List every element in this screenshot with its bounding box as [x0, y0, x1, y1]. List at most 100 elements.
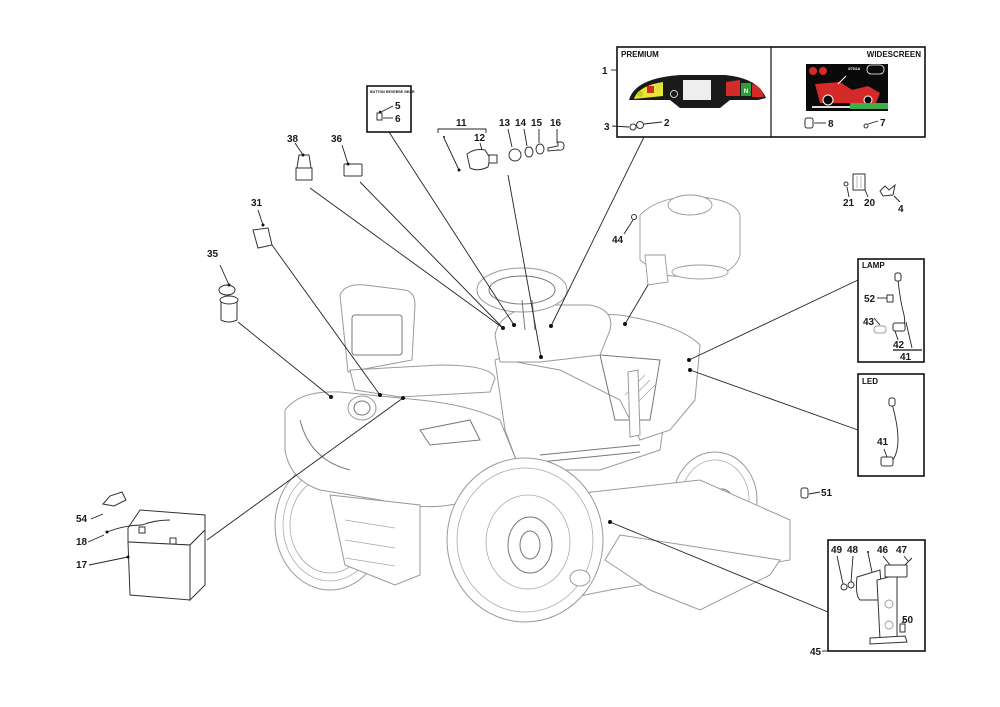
status-bar — [850, 103, 888, 109]
part-35-socket[interactable] — [220, 299, 238, 323]
label-15: 15 — [531, 118, 543, 129]
part-35-cap — [218, 284, 236, 296]
label-16: 16 — [550, 118, 562, 129]
fuel-cap — [347, 395, 377, 421]
label-20: 20 — [864, 198, 876, 209]
part-51-group[interactable]: 51 — [800, 487, 833, 499]
reverse-indicator — [726, 80, 740, 96]
part-2-washer[interactable] — [636, 121, 644, 129]
part-50-screw[interactable] — [899, 623, 906, 633]
label-12: 12 — [474, 133, 486, 144]
tractor-illustration — [274, 267, 791, 623]
widescreen-display[interactable]: STIGA — [806, 64, 888, 111]
brand-logo: STIGA — [848, 66, 860, 71]
label-31: 31 — [251, 198, 263, 209]
label-41-lamp: 41 — [900, 352, 912, 363]
part-44-group[interactable]: 44 — [612, 214, 637, 247]
discharge-chute — [604, 534, 781, 611]
label-21: 21 — [843, 198, 855, 209]
switch-38[interactable]: 38 — [287, 134, 313, 181]
socket-35[interactable]: 35 — [207, 249, 239, 323]
label-1: 1 — [602, 66, 608, 77]
part-20-bracket[interactable] — [852, 173, 866, 191]
part-51-clip[interactable] — [800, 487, 809, 499]
warning-lamp-icon — [637, 91, 643, 97]
part-38-knob[interactable] — [296, 154, 312, 169]
label-35: 35 — [207, 249, 219, 260]
part-38-body — [295, 167, 313, 181]
label-14: 14 — [515, 118, 527, 129]
steering-wheel — [476, 267, 568, 331]
label-6: 6 — [395, 114, 401, 125]
fuel-icon — [819, 67, 827, 75]
switch-31[interactable]: 31 — [251, 198, 273, 249]
part-12-ignition-switch[interactable] — [466, 149, 491, 171]
label-49: 49 — [831, 545, 843, 556]
part-13-bezel[interactable] — [508, 148, 522, 162]
label-4: 4 — [898, 204, 904, 215]
label-36: 36 — [331, 134, 343, 145]
part-14-ring[interactable] — [524, 146, 534, 158]
part-46-microswitch[interactable] — [884, 564, 908, 578]
part-3-nut[interactable] — [629, 123, 637, 131]
label-48: 48 — [847, 545, 859, 556]
button-reverse-gear-title: BUTTON REVERSE GEAR — [370, 90, 415, 94]
widescreen-title: WIDESCREEN — [867, 50, 921, 59]
neutral-indicator — [741, 83, 751, 96]
part-42-lamp-holder[interactable] — [892, 322, 906, 332]
label-45: 45 — [810, 647, 822, 658]
part-7-screw[interactable] — [863, 123, 869, 129]
part-21-screw[interactable] — [843, 181, 849, 187]
part-48-washer[interactable] — [847, 581, 855, 589]
svg-text:N: N — [744, 89, 748, 95]
front-left-wheel — [446, 457, 604, 623]
lamp-box: LAMP 52 43 42 41 — [857, 258, 925, 363]
label-18: 18 — [76, 537, 88, 548]
label-41-led: 41 — [877, 437, 889, 448]
label-11: 11 — [456, 118, 467, 129]
label-42: 42 — [893, 340, 905, 351]
part-12-connector — [488, 154, 498, 164]
seat-warning-icon — [656, 84, 662, 91]
label-51: 51 — [821, 488, 833, 499]
label-38: 38 — [287, 134, 299, 145]
console — [494, 304, 612, 363]
mode-button-icon[interactable] — [670, 90, 678, 98]
part-6-button[interactable] — [376, 112, 383, 121]
part-43-bulb[interactable] — [873, 325, 887, 334]
label-50: 50 — [902, 615, 914, 626]
part-4-clip[interactable] — [879, 183, 896, 197]
part-15-nut[interactable] — [535, 143, 545, 155]
premium-title: PREMIUM — [621, 50, 659, 59]
label-5: 5 — [395, 101, 401, 112]
part-41-led[interactable] — [880, 456, 894, 467]
lock-icon — [647, 86, 654, 93]
seat — [339, 284, 496, 398]
part-52-connector[interactable] — [886, 294, 894, 303]
part-17-battery[interactable] — [127, 541, 191, 601]
microswitch-box: 49 48 46 47 50 45 — [810, 539, 926, 658]
premium-dashboard[interactable]: N — [629, 75, 766, 108]
label-17: 17 — [76, 560, 88, 571]
label-7: 7 — [880, 118, 886, 129]
parts-20-21-4: 21 20 4 — [843, 173, 904, 215]
part-16-key[interactable] — [547, 141, 565, 152]
part-8-connector[interactable] — [804, 117, 814, 129]
lamp-title: LAMP — [862, 261, 885, 270]
part-49-nut[interactable] — [840, 583, 848, 591]
part-31-switch[interactable] — [252, 227, 273, 249]
engine — [639, 194, 741, 286]
battery-terminal-negative — [169, 537, 177, 545]
part-54-terminal-cover[interactable] — [102, 491, 127, 507]
part-36-rocker-switch[interactable] — [343, 163, 363, 177]
ignition-switch-group: 11 12 13 14 15 16 — [437, 118, 565, 172]
battery-terminal-positive — [138, 526, 146, 534]
part-44-spark-plug-cap[interactable] — [631, 214, 637, 220]
label-3: 3 — [604, 122, 610, 133]
switch-36[interactable]: 36 — [331, 134, 363, 177]
led-title: LED — [862, 377, 878, 386]
label-52: 52 — [864, 294, 876, 305]
battery-icon — [809, 67, 817, 75]
dashboard-options-box: PREMIUM WIDESCREEN N STIGA — [602, 46, 926, 138]
